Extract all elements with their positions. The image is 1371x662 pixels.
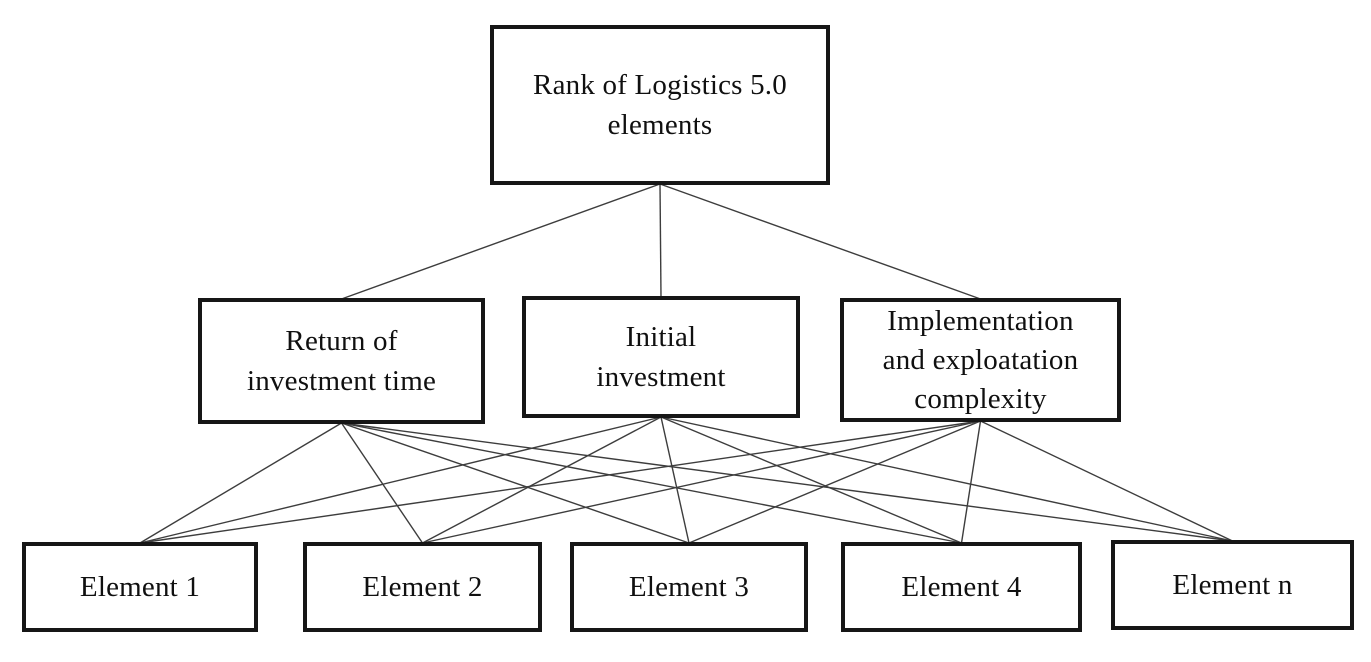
edge-criterion_3-element_4 (960, 420, 982, 544)
node-element-n: Element n (1111, 540, 1354, 630)
node-criterion-1-label: Return of investment time (246, 325, 437, 397)
edge-goal-criterion_1 (341, 183, 661, 300)
edge-criterion_3-element_n (980, 420, 1233, 542)
edge-goal-criterion_2 (659, 183, 662, 298)
node-criterion-2-label: Initial investment (596, 321, 726, 393)
node-goal: Rank of Logistics 5.0 elements (490, 25, 830, 185)
edge-criterion_2-element_2 (422, 416, 662, 544)
node-element-4: Element 4 (841, 542, 1082, 632)
edge-goal-criterion_3 (659, 183, 981, 300)
node-element-n-label: Element n (1172, 569, 1293, 601)
node-element-4-label: Element 4 (901, 571, 1022, 603)
edge-criterion_2-element_n (660, 416, 1233, 542)
edge-criterion_1-element_4 (341, 422, 962, 544)
node-element-1-label: Element 1 (79, 571, 201, 603)
edge-criterion_1-element_3 (341, 422, 690, 544)
edge-criterion_2-element_3 (660, 416, 690, 544)
node-element-2-label: Element 2 (362, 571, 483, 603)
edge-criterion_1-element_2 (340, 422, 424, 544)
edge-criterion_2-element_4 (660, 416, 962, 544)
node-element-3: Element 3 (570, 542, 808, 632)
node-criterion-return-of-investment-time: Return of investment time (198, 298, 485, 424)
edge-criterion_3-element_1 (139, 420, 981, 544)
edge-criterion_1-element_1 (139, 422, 342, 544)
edge-criterion_3-element_3 (688, 420, 981, 544)
node-goal-label: Rank of Logistics 5.0 elements (533, 69, 787, 141)
edge-criterion_2-element_1 (139, 416, 662, 544)
edge-criterion_1-element_n (341, 422, 1233, 542)
node-element-1: Element 1 (22, 542, 258, 632)
edge-criterion_3-element_2 (422, 420, 981, 544)
node-element-2: Element 2 (303, 542, 542, 632)
node-element-3-label: Element 3 (628, 571, 750, 603)
node-criterion-3-label: Implementation and exploatation complexi… (882, 304, 1079, 415)
node-criterion-implementation-complexity: Implementation and exploatation complexi… (840, 298, 1121, 422)
node-criterion-initial-investment: Initial investment (522, 296, 800, 418)
